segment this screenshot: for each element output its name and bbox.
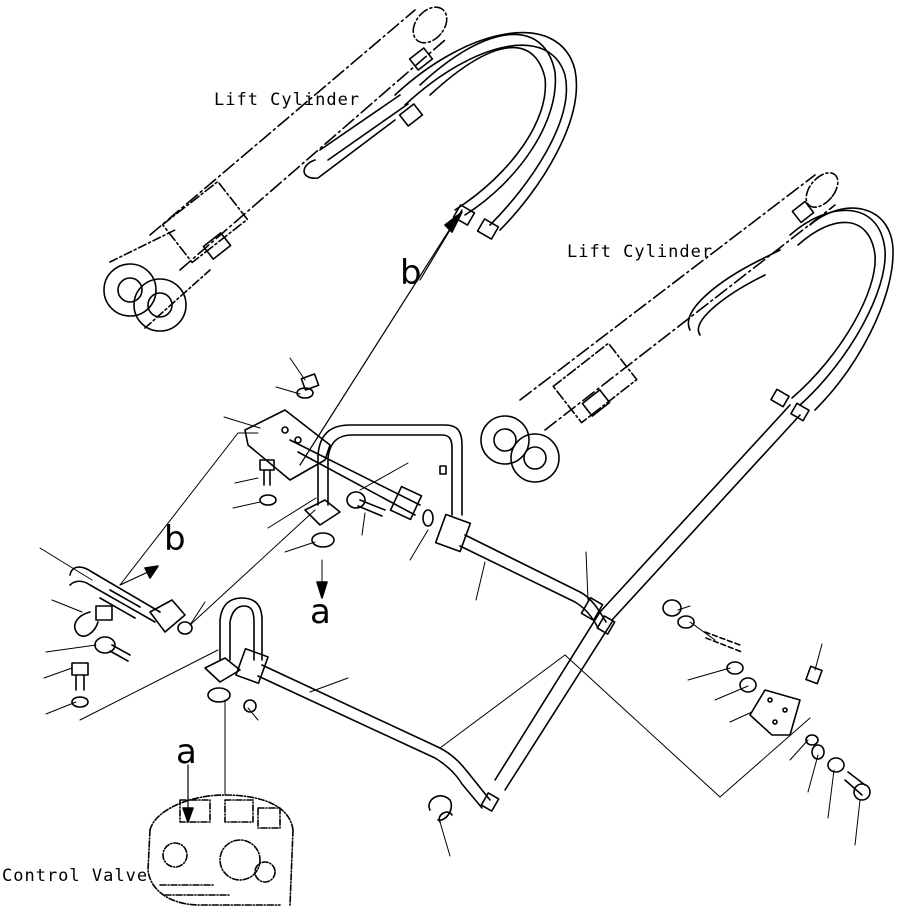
label-control-valve: Control Valve — [2, 866, 149, 886]
control-valve — [147, 794, 294, 906]
lower-pipe-assembly — [69, 566, 500, 823]
hoses-left — [394, 31, 578, 240]
upper-pipe-assembly — [244, 373, 616, 635]
hoses-right — [599, 207, 894, 621]
mount-hardware-right — [662, 599, 871, 801]
label-lift-cylinder-right: Lift Cylinder — [567, 242, 714, 262]
arrow-b-top — [444, 211, 463, 233]
label-lift-cylinder-left: Lift Cylinder — [214, 90, 361, 110]
ref-b-left: b — [164, 519, 186, 559]
ref-b-top: b — [400, 253, 422, 293]
lift-cylinder-right — [480, 172, 839, 483]
lift-cylinder-left — [103, 6, 448, 332]
leader-lines-lower — [39, 432, 861, 857]
arrow-a-center — [316, 581, 328, 599]
arrow-b-left — [144, 565, 159, 579]
ref-a-bottom: a — [176, 732, 197, 772]
ref-a-center: a — [310, 592, 331, 632]
line-hose-down — [494, 611, 613, 791]
arrow-a-bottom — [182, 807, 194, 823]
leader-lines-upper — [223, 357, 589, 601]
